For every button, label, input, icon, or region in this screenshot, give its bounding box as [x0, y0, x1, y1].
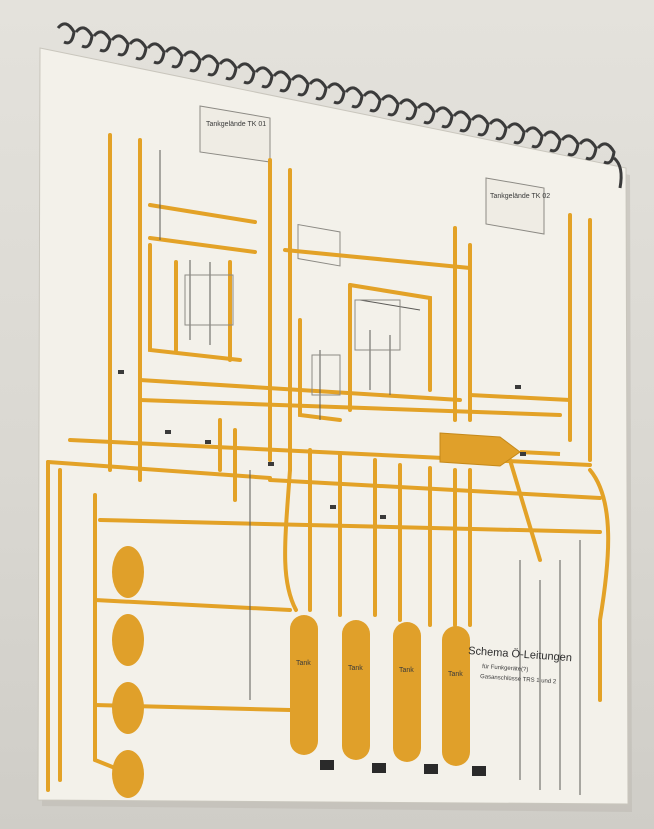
tank-label-3: Tank	[399, 667, 414, 674]
box-label-left: Tankgelände TK 01	[206, 121, 266, 128]
tank-label-1: Tank	[296, 660, 311, 667]
tank-label-2: Tank	[348, 665, 363, 672]
diagram-subtitle-1: für Funkgeräte(?)	[482, 664, 529, 673]
horizontal-vessel	[439, 432, 561, 467]
vertical-tanks	[290, 615, 470, 766]
left-round-tanks	[112, 546, 144, 798]
valve-marks	[118, 370, 526, 519]
top-boxes	[199, 105, 545, 267]
box-label-right: Tankgelände TK 02	[490, 193, 550, 200]
tank-label-4: Tank	[448, 671, 463, 678]
equipment-boxes	[184, 274, 401, 396]
spiral-binding	[56, 22, 623, 189]
tank-labels: Tank Tank Tank Tank	[296, 660, 463, 678]
board	[37, 47, 629, 805]
thin-lines	[159, 150, 581, 795]
diagram-subtitle-2: Gasanschlüsse TRS 1 und 2	[480, 674, 557, 685]
pumps	[320, 760, 486, 776]
